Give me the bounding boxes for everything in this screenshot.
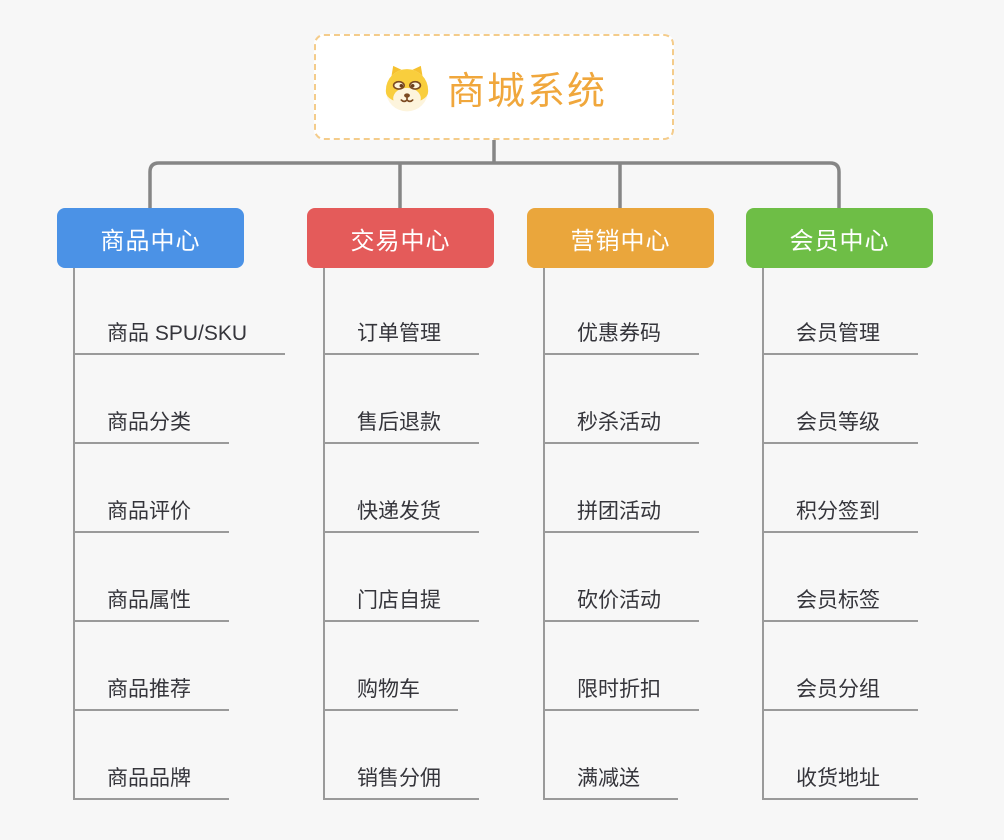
- branch-items-product-center: 商品 SPU/SKU 商品分类 商品评价 商品属性 商品推荐 商品品牌: [73, 268, 315, 800]
- leaf-item[interactable]: 快递发货: [325, 501, 479, 533]
- leaf-item[interactable]: 砍价活动: [545, 590, 699, 622]
- leaf-item[interactable]: 会员分组: [764, 679, 918, 711]
- dog-face-icon: [381, 61, 433, 113]
- leaf-row: 商品 SPU/SKU: [75, 268, 315, 355]
- leaf-row: 会员标签: [764, 533, 1004, 622]
- leaf-item[interactable]: 积分签到: [764, 501, 918, 533]
- leaf-item[interactable]: 订单管理: [325, 323, 479, 355]
- leaf-item[interactable]: 商品评价: [75, 501, 229, 533]
- leaf-row: 会员分组: [764, 622, 1004, 711]
- leaf-row: 销售分佣: [325, 711, 565, 800]
- leaf-row: 秒杀活动: [545, 355, 785, 444]
- leaf-item[interactable]: 销售分佣: [325, 768, 479, 800]
- branch-header-trade-center[interactable]: 交易中心: [307, 208, 494, 268]
- leaf-row: 满减送: [545, 711, 785, 800]
- root-title: 商城系统: [446, 70, 607, 113]
- leaf-item[interactable]: 商品属性: [75, 590, 229, 622]
- leaf-item[interactable]: 商品推荐: [75, 679, 229, 711]
- leaf-item[interactable]: 会员等级: [764, 412, 918, 444]
- root-node[interactable]: 商城系统: [314, 34, 674, 140]
- branch-items-trade-center: 订单管理 售后退款 快递发货 门店自提 购物车 销售分佣: [323, 268, 565, 800]
- leaf-item[interactable]: 会员管理: [764, 323, 918, 355]
- leaf-item[interactable]: 秒杀活动: [545, 412, 699, 444]
- leaf-item[interactable]: 收货地址: [764, 768, 918, 800]
- leaf-row: 商品分类: [75, 355, 315, 444]
- leaf-row: 商品属性: [75, 533, 315, 622]
- leaf-item[interactable]: 门店自提: [325, 590, 479, 622]
- branch-header-member-center[interactable]: 会员中心: [746, 208, 933, 268]
- leaf-row: 订单管理: [325, 268, 565, 355]
- branch-items-marketing-center: 优惠券码 秒杀活动 拼团活动 砍价活动 限时折扣 满减送: [543, 268, 785, 800]
- leaf-row: 门店自提: [325, 533, 565, 622]
- leaf-row: 会员等级: [764, 355, 1004, 444]
- leaf-row: 售后退款: [325, 355, 565, 444]
- leaf-row: 快递发货: [325, 444, 565, 533]
- leaf-row: 购物车: [325, 622, 565, 711]
- leaf-row: 收货地址: [764, 711, 1004, 800]
- leaf-item[interactable]: 会员标签: [764, 590, 918, 622]
- leaf-item[interactable]: 满减送: [545, 768, 678, 800]
- branch-header-marketing-center[interactable]: 营销中心: [527, 208, 714, 268]
- leaf-row: 商品品牌: [75, 711, 315, 800]
- leaf-row: 优惠券码: [545, 268, 785, 355]
- branch-items-member-center: 会员管理 会员等级 积分签到 会员标签 会员分组 收货地址: [762, 268, 1004, 800]
- leaf-item[interactable]: 商品品牌: [75, 768, 229, 800]
- leaf-item[interactable]: 商品 SPU/SKU: [75, 323, 286, 355]
- leaf-item[interactable]: 购物车: [325, 679, 458, 711]
- leaf-row: 商品评价: [75, 444, 315, 533]
- leaf-item[interactable]: 售后退款: [325, 412, 479, 444]
- leaf-item[interactable]: 商品分类: [75, 412, 229, 444]
- leaf-item[interactable]: 限时折扣: [545, 679, 699, 711]
- leaf-row: 积分签到: [764, 444, 1004, 533]
- leaf-row: 会员管理: [764, 268, 1004, 355]
- branch-header-product-center[interactable]: 商品中心: [57, 208, 244, 268]
- leaf-row: 拼团活动: [545, 444, 785, 533]
- leaf-item[interactable]: 优惠券码: [545, 323, 699, 355]
- leaf-item[interactable]: 拼团活动: [545, 501, 699, 533]
- leaf-row: 限时折扣: [545, 622, 785, 711]
- leaf-row: 商品推荐: [75, 622, 315, 711]
- leaf-row: 砍价活动: [545, 533, 785, 622]
